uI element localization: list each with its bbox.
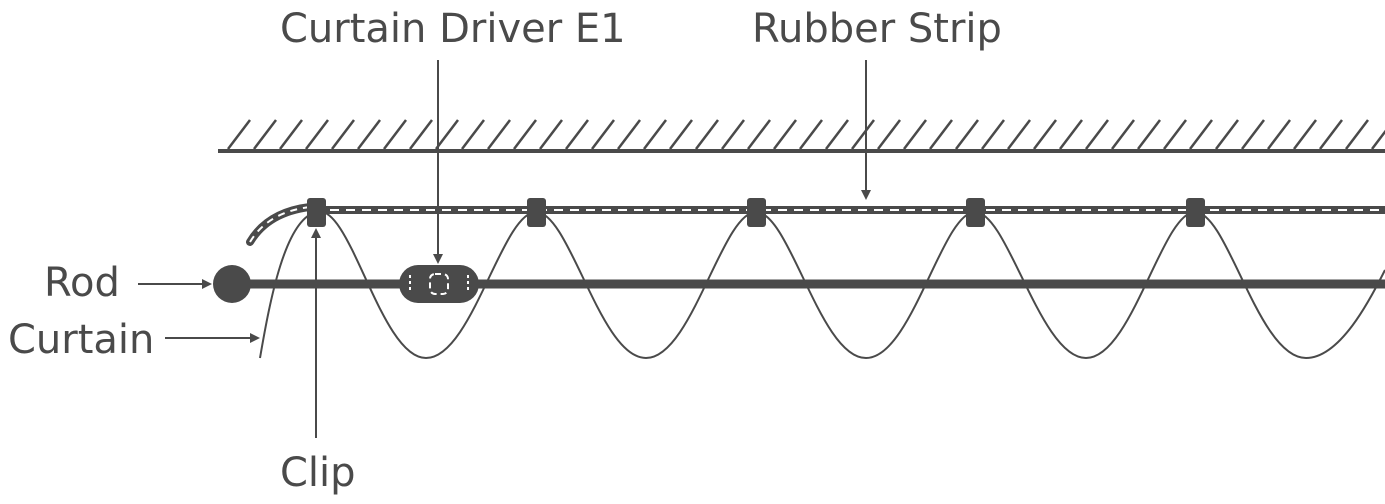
hatch-mark (1319, 119, 1343, 150)
hatch-mark (1059, 119, 1083, 150)
rubber-strip-label: Rubber Strip (752, 6, 1002, 52)
hatch-mark (981, 119, 1005, 150)
hatch-mark (1345, 119, 1369, 150)
hatch-mark (903, 119, 927, 150)
hatch-mark (877, 119, 901, 150)
hatch-mark (721, 119, 745, 150)
ceiling-hatching (218, 119, 1385, 153)
clips (307, 198, 1205, 227)
hatch-mark (1293, 119, 1317, 150)
hatch-mark (773, 119, 797, 150)
clip-label: Clip (280, 450, 356, 496)
clip (966, 198, 985, 227)
hatch-mark (409, 119, 433, 150)
hatch-mark (1137, 119, 1161, 150)
hatch-mark (799, 119, 823, 150)
hatch-mark (435, 119, 459, 150)
clip (747, 198, 766, 227)
curtain-driver-label: Curtain Driver E1 (280, 6, 626, 52)
curtain-driver-device (399, 265, 479, 303)
hatch-mark (279, 119, 303, 150)
hatch-mark (825, 119, 849, 150)
callout-arrows (138, 60, 871, 438)
hatch-mark (643, 119, 667, 150)
hatch-mark (383, 119, 407, 150)
hatch-mark (1267, 119, 1291, 150)
hatch-mark (1371, 129, 1385, 150)
rod-label: Rod (44, 260, 120, 306)
hatch-marks (227, 119, 1385, 150)
hatch-mark (1241, 119, 1265, 150)
clip (1186, 198, 1205, 227)
hatch-mark (1111, 119, 1135, 150)
hatch-mark (1085, 119, 1109, 150)
rod-end-cap (213, 265, 251, 303)
hatch-mark (1163, 119, 1187, 150)
rubber-strip-curve-dashes (249, 206, 311, 243)
hatch-mark (851, 119, 875, 150)
hatch-mark (1189, 119, 1213, 150)
hatch-mark (253, 119, 277, 150)
hatch-mark (669, 119, 693, 150)
hatch-mark (539, 119, 563, 150)
hatch-mark (227, 119, 251, 150)
rubber-strip-curve (246, 203, 314, 246)
hatch-mark (357, 119, 381, 150)
clip (307, 198, 326, 227)
hatch-mark (513, 119, 537, 150)
clip (527, 198, 546, 227)
hatch-mark (955, 119, 979, 150)
hatch-mark (1033, 119, 1057, 150)
hatch-mark (331, 119, 355, 150)
hatch-mark (591, 119, 615, 150)
hatch-mark (1007, 119, 1031, 150)
hatch-mark (487, 119, 511, 150)
curtain-label: Curtain (8, 317, 155, 363)
hatch-mark (695, 119, 719, 150)
driver-button-icon (429, 273, 449, 295)
driver-body (399, 265, 479, 303)
rubber-strip (246, 203, 1385, 246)
hatch-mark (747, 119, 771, 150)
hatch-mark (1215, 119, 1239, 150)
hatch-mark (305, 119, 329, 150)
hatch-mark (565, 119, 589, 150)
hatch-mark (929, 119, 953, 150)
hatch-mark (617, 119, 641, 150)
hatch-mark (461, 119, 485, 150)
